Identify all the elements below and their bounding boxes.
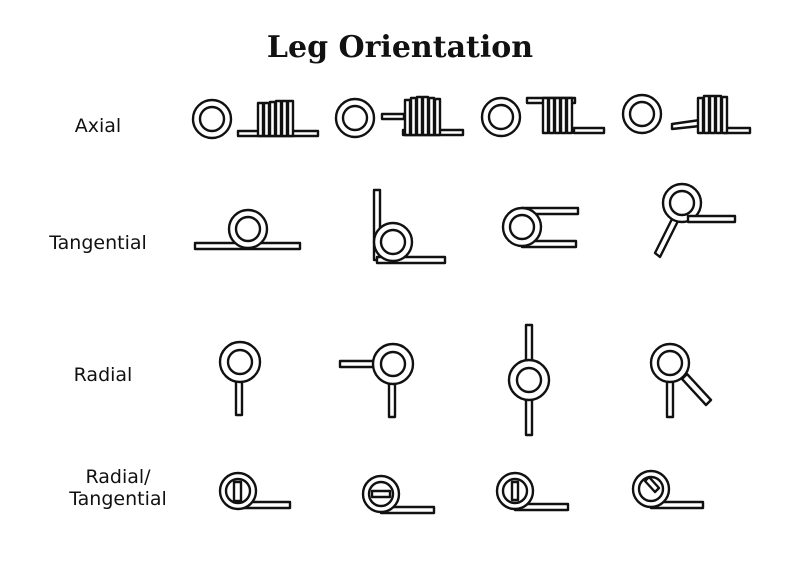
tangential-spring-1 [193,208,302,251]
row-label-tangential-line: Tangential [69,488,167,510]
row-label-radial-line: Radial/ [85,466,151,488]
axial-spring-1 [191,98,320,140]
tangential-spring-4 [653,182,737,259]
radial-tangential-spring-1 [218,471,292,511]
radial-tangential-spring-4 [631,469,705,510]
radial-spring-3 [507,323,551,437]
tangential-spring-2 [372,188,447,265]
row-label-tangential: Tangential [49,232,147,254]
axial-spring-3 [480,96,606,138]
tangential-spring-3 [501,206,580,249]
diagram-title: Leg Orientation [266,30,534,65]
radial-tangential-spring-3 [495,471,570,512]
row-label-radial: Radial [73,364,133,386]
radial-spring-4 [649,342,713,419]
radial-spring-1 [218,340,262,417]
axial-spring-2 [334,95,465,139]
axial-spring-4 [621,93,752,135]
radial-spring-2 [338,342,415,419]
row-label-axial: Axial [74,115,122,137]
row-label-radial-tangential: Radial/ Tangential [58,466,178,510]
radial-tangential-spring-2 [361,474,436,515]
